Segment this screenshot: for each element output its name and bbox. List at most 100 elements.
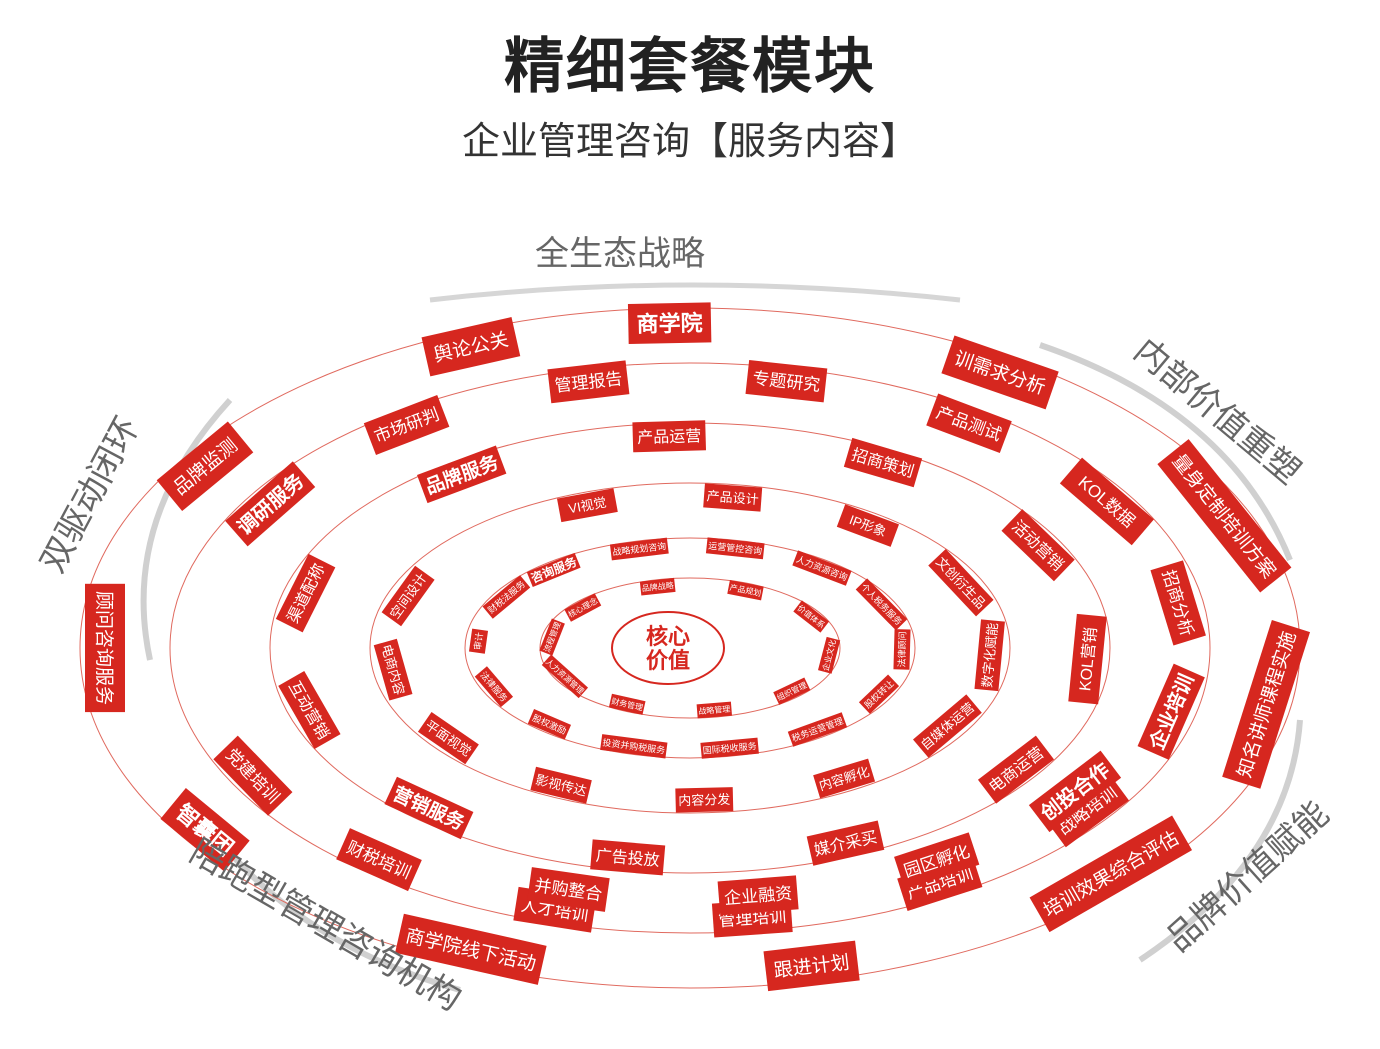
ring6-tag: 品牌战略 — [639, 577, 676, 596]
ring5-tag-label: 个人税务服务 — [859, 581, 905, 627]
ring4-tag-box — [530, 766, 592, 804]
ring4-tag-label: 数字化赋能 — [979, 622, 1000, 688]
ring5-tag-box — [792, 550, 852, 586]
ring1-tag: 跟进计划 — [763, 940, 860, 992]
ring2-tag-box — [213, 735, 293, 816]
ring5-tag: 股权激励 — [527, 709, 572, 740]
ring5-tag-box — [526, 552, 581, 587]
ring4-tag: 内容分发 — [675, 787, 734, 813]
ring1-tag: 商学院 — [627, 302, 712, 344]
ring1-tag-box — [627, 302, 712, 344]
ring5-tag-box — [705, 537, 765, 560]
ring1-tag-box — [395, 913, 547, 985]
ring2-tag-box — [1150, 560, 1206, 646]
top-gray-arc — [429, 282, 961, 303]
ring6-tag-box — [608, 693, 646, 715]
ring3-tag-box — [417, 445, 507, 504]
ring5-tag: 税务运营管理 — [787, 712, 848, 747]
ring4-tag-box — [373, 638, 413, 701]
ring4-tag-box — [703, 483, 763, 512]
ring5-tag-label: 财税法服务 — [485, 578, 527, 615]
ring3-tag: 营销服务 — [384, 776, 474, 840]
ring2-tag: 产品测试 — [926, 393, 1012, 454]
ring6-tag: 组织管理 — [773, 677, 811, 705]
label-top: 全生态战略 — [535, 235, 705, 273]
ring5-tag: 个人税务服务 — [855, 578, 908, 631]
ring6-tag-box — [539, 618, 565, 656]
ring3-tag-box — [384, 776, 474, 840]
ring5-tag-label: 咨询服务 — [529, 553, 580, 585]
ring5-tag-label: 国际税收服务 — [702, 740, 757, 756]
ring3-tag: 品牌服务 — [417, 445, 507, 504]
ring3-tag: 广告投放 — [590, 839, 666, 876]
ring4-tag-box — [974, 619, 1005, 692]
ring5-tag-box — [600, 734, 668, 759]
ring1-tag: 品牌监测 — [156, 421, 254, 512]
ring2b-tag-box — [894, 832, 980, 890]
ring2-tag-box — [225, 461, 316, 547]
page-title: 精细套餐模块 — [504, 33, 876, 100]
ring5-tag-box — [787, 712, 848, 747]
center-core — [611, 611, 725, 685]
ring1-tag-label: 顾问咨询服务 — [93, 591, 115, 705]
ring6-tag-label: 品牌战略 — [641, 580, 674, 593]
ring2-tag-box — [1059, 457, 1154, 546]
ring5-tag-box — [474, 666, 514, 708]
ring4-tag-label: 文创衍生品 — [933, 554, 988, 612]
ring6-tag: 财务管理 — [608, 693, 646, 715]
ring1-tag-box — [1222, 620, 1311, 789]
ring6-tag: 人力资源管理 — [541, 654, 589, 699]
ring4-tag: 空间设计 — [381, 565, 435, 627]
ring5-tag-box — [609, 537, 669, 561]
ring5-tag: 战略规划咨询 — [609, 537, 669, 561]
ring3-tag: 互动营销 — [278, 670, 341, 750]
ring4-tag-box — [813, 758, 876, 799]
ring3-tag: 产品运营 — [632, 420, 707, 453]
ring-ellipse-2 — [169, 362, 1211, 934]
ring5-tag: 人力资源咨询 — [792, 550, 852, 586]
ring2-tag: 市场研判 — [363, 395, 450, 455]
label-right-bottom: 品牌价值赋能 — [1159, 794, 1336, 959]
ring1-tag-label: 培训效果综合评估 — [1040, 827, 1183, 922]
ring5-tag-box — [855, 578, 908, 631]
center-line1: 核心 — [646, 624, 690, 649]
ring5-tag-box — [468, 628, 489, 654]
ring3-tag-box — [977, 735, 1055, 804]
ring3-tag: KOL营销 — [1068, 613, 1107, 705]
ring5-tag-box — [482, 575, 531, 619]
ring4-tag: 电商内容 — [373, 638, 413, 701]
ring3-tag-label: 品牌服务 — [422, 450, 502, 499]
ring4-tag: VI视觉 — [557, 488, 618, 523]
ring1-tag-box — [156, 421, 254, 512]
ring6-tag: 产品规划 — [727, 580, 764, 601]
ring5-tag-box — [700, 737, 759, 759]
ring2b-tag-box — [527, 867, 610, 912]
ring-ellipse-5 — [464, 537, 916, 759]
ring3-tag-label: 产品运营 — [637, 427, 701, 447]
ring4-tag-box — [836, 504, 899, 547]
right-top-gray-arc — [1039, 342, 1293, 562]
ring5-tag: 咨询服务 — [526, 552, 581, 587]
ring6-tag-label: 人力资源管理 — [544, 656, 586, 695]
ring3-tag-label: 广告投放 — [595, 847, 660, 870]
ring6-tag: 企业文化 — [817, 636, 841, 674]
ring3-tag-box — [843, 437, 923, 488]
ring2-tag-box — [926, 393, 1012, 454]
ring5-tag-box — [893, 629, 911, 670]
ring2-tag-box — [336, 828, 422, 892]
ring3-tag-box — [590, 839, 666, 876]
ring6-tag-label: 战略管理 — [698, 704, 731, 716]
ring2-tag: 专题研究 — [745, 360, 828, 403]
ring4-tag-label: 产品设计 — [706, 488, 759, 507]
ring5-tag-label: 法律顾问 — [896, 631, 908, 667]
ring4-tag-box — [912, 694, 982, 758]
ring2-tag-box — [547, 360, 630, 404]
ring3-tag: 媒介采买 — [806, 820, 885, 866]
ring2b-tag: 并购整合 — [527, 867, 610, 912]
ring2b-tag: 企业融资 — [717, 875, 799, 916]
ring1-tag-box — [941, 335, 1059, 410]
ring2-tag: 调研服务 — [225, 461, 316, 547]
center-line2: 价值 — [646, 648, 690, 673]
ring2-tag: 财税培训 — [336, 828, 422, 892]
